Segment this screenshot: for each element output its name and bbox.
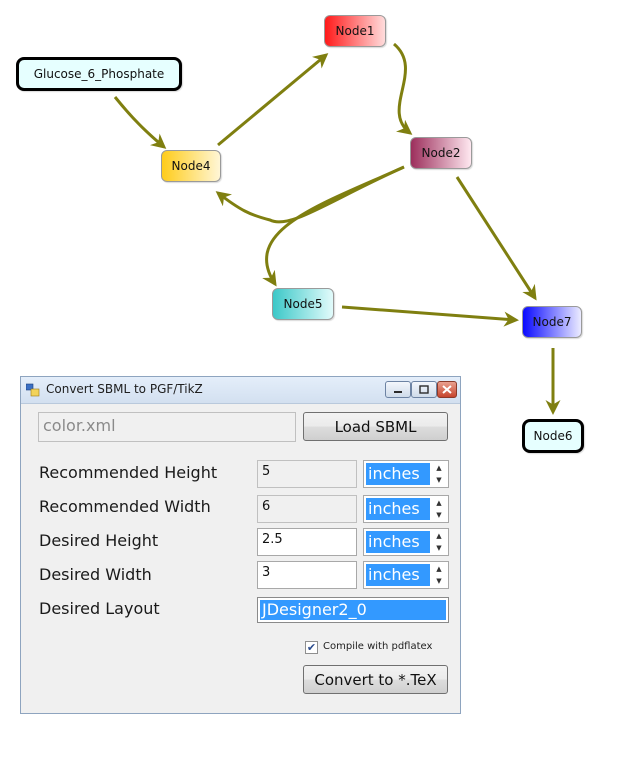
- spin-up-icon[interactable]: ▲: [436, 532, 442, 540]
- desired-width-field[interactable]: 3: [257, 561, 357, 589]
- convert-to-tex-label: Convert to *.TeX: [314, 670, 437, 689]
- spin-down-icon[interactable]: ▼: [436, 476, 442, 484]
- window-title: Convert SBML to PGF/TikZ: [46, 382, 203, 396]
- node-label: Node4: [171, 159, 211, 173]
- node-node4[interactable]: Node4: [161, 150, 221, 182]
- desired-height-field[interactable]: 2.5: [257, 528, 357, 556]
- minimize-button[interactable]: [385, 381, 411, 398]
- close-button[interactable]: [437, 381, 457, 398]
- recommended-height-field[interactable]: 5: [257, 460, 357, 488]
- recommended-width-field[interactable]: 6: [257, 495, 357, 523]
- edge-node1-to-node2: [392, 42, 413, 135]
- maximize-button[interactable]: [411, 381, 437, 398]
- network-edges: [113, 42, 561, 415]
- load-sbml-button[interactable]: Load SBML: [303, 412, 448, 441]
- desired-width-value: 3: [262, 565, 271, 580]
- spin-down-icon[interactable]: ▼: [436, 511, 442, 519]
- unit-value: inches: [366, 531, 430, 553]
- convert-to-tex-button[interactable]: Convert to *.TeX: [303, 665, 448, 694]
- node-glucose-6-phosphate[interactable]: Glucose_6_Phosphate: [16, 57, 182, 91]
- recommended-width-label: Recommended Width: [39, 497, 211, 516]
- spinner-arrows[interactable]: ▲ ▼: [431, 462, 447, 486]
- compile-pdflatex-checkbox[interactable]: ✔: [305, 641, 318, 654]
- spinner-arrows[interactable]: ▲ ▼: [431, 563, 447, 587]
- convert-dialog: Convert SBML to PGF/TikZ color.xml Load …: [20, 376, 461, 714]
- node-label: Node6: [533, 429, 573, 443]
- node-label: Node7: [532, 315, 572, 329]
- load-sbml-label: Load SBML: [334, 417, 417, 436]
- spinner-arrows[interactable]: ▲ ▼: [431, 497, 447, 521]
- desired-width-unit-spinner[interactable]: inches ▲ ▼: [363, 561, 449, 589]
- spinner-arrows[interactable]: ▲ ▼: [431, 530, 447, 554]
- node-label: Node1: [335, 24, 375, 38]
- file-path-value: color.xml: [43, 416, 116, 435]
- compile-pdflatex-label: Compile with pdflatex: [323, 641, 433, 652]
- spin-up-icon[interactable]: ▲: [436, 464, 442, 472]
- node-node5[interactable]: Node5: [272, 288, 334, 320]
- title-bar[interactable]: Convert SBML to PGF/TikZ: [21, 377, 460, 404]
- close-icon: [442, 385, 452, 394]
- node-node1[interactable]: Node1: [324, 15, 386, 47]
- unit-value: inches: [366, 564, 430, 586]
- file-path-field[interactable]: color.xml: [38, 412, 296, 442]
- app-icon: [26, 383, 40, 397]
- edge-node2-to-node4: [215, 165, 405, 224]
- desired-height-unit-spinner[interactable]: inches ▲ ▼: [363, 528, 449, 556]
- spin-down-icon[interactable]: ▼: [436, 544, 442, 552]
- recommended-width-value: 6: [262, 499, 271, 514]
- node-label: Node2: [421, 146, 461, 160]
- spin-down-icon[interactable]: ▼: [436, 577, 442, 585]
- node-label: Glucose_6_Phosphate: [33, 67, 165, 81]
- edge-node2-to-node5: [262, 165, 405, 287]
- desired-layout-label: Desired Layout: [39, 599, 160, 618]
- network-diagram: Glucose_6_Phosphate Node1 Node2 Node4 No…: [16, 15, 584, 453]
- unit-value: inches: [366, 463, 430, 485]
- desired-height-value: 2.5: [262, 532, 283, 547]
- desired-height-label: Desired Height: [39, 531, 159, 550]
- spin-up-icon[interactable]: ▲: [436, 565, 442, 573]
- recommended-height-unit-spinner[interactable]: inches ▲ ▼: [363, 460, 449, 488]
- edge-glucose-to-node4: [113, 96, 167, 149]
- recommended-height-label: Recommended Height: [39, 463, 218, 482]
- node-node2[interactable]: Node2: [410, 137, 472, 169]
- node-label: Node5: [283, 297, 323, 311]
- maximize-icon: [419, 385, 429, 394]
- unit-value: inches: [366, 498, 430, 520]
- desired-width-label: Desired Width: [39, 565, 152, 584]
- node-node7[interactable]: Node7: [522, 306, 582, 338]
- node-node6[interactable]: Node6: [522, 419, 584, 453]
- desired-layout-select[interactable]: JDesigner2_0: [257, 597, 449, 623]
- edge-node2-to-node7: [455, 176, 537, 301]
- recommended-height-value: 5: [262, 464, 271, 479]
- edge-node5-to-node7: [341, 305, 519, 327]
- minimize-icon: [394, 391, 402, 393]
- recommended-width-unit-spinner[interactable]: inches ▲ ▼: [363, 495, 449, 523]
- spin-up-icon[interactable]: ▲: [436, 499, 442, 507]
- edge-node4-to-node1: [217, 53, 329, 147]
- layout-value: JDesigner2_0: [260, 600, 446, 620]
